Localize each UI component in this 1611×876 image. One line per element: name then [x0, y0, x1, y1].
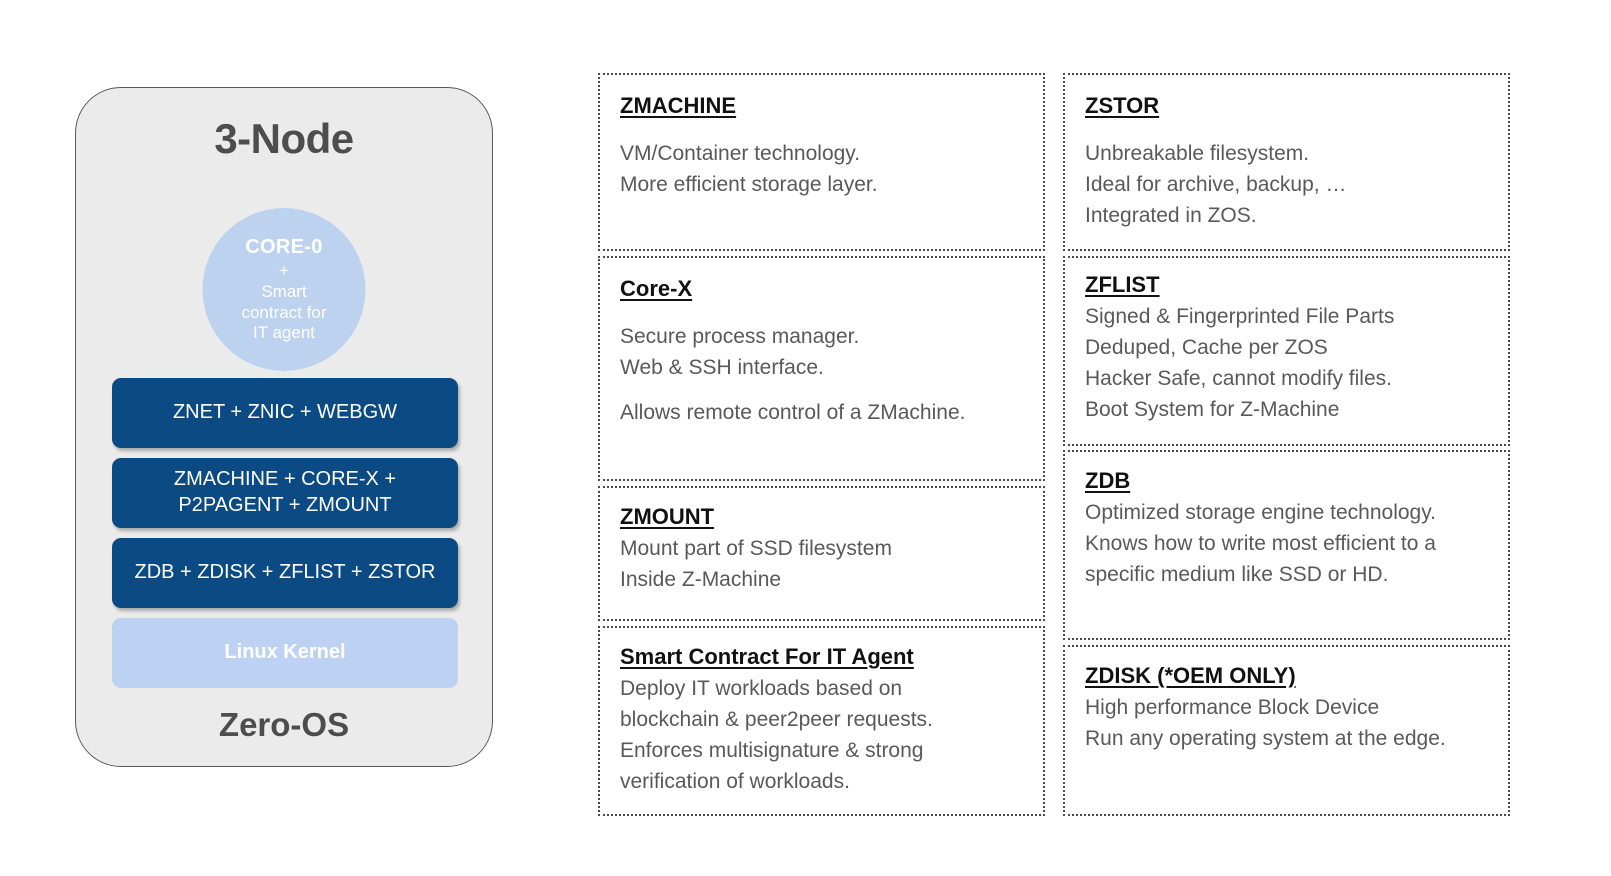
card-zdisk: ZDISK (*OEM ONLY) High performance Block… — [1063, 645, 1510, 816]
layer-bar-storage-label: ZDB + ZDISK + ZFLIST + ZSTOR — [134, 561, 436, 584]
card-zdb-line-1: Optimized storage engine technology. — [1085, 501, 1436, 524]
card-zflist-line-3: Hacker Safe, cannot modify files. — [1085, 366, 1392, 390]
card-zmachine-line-1: VM/Container technology. — [620, 142, 861, 165]
core-plus-label: + — [279, 261, 289, 281]
layer-bar-kernel: Linux Kernel — [112, 618, 458, 688]
card-zdisk-content: ZDISK (*OEM ONLY) High performance Block… — [1065, 647, 1508, 755]
core-zero-label: CORE-0 — [245, 235, 323, 258]
card-zdisk-title-suffix: (*OEM ONLY) — [1157, 663, 1296, 688]
card-zstor-line-1: Unbreakable filesystem. — [1085, 142, 1310, 165]
card-zmount-content: ZMOUNT Mount part of SSD filesystem Insi… — [600, 488, 1043, 596]
card-smart-contract-line-4: verification of workloads. — [620, 769, 850, 793]
card-zmachine-line-2: More efficient storage layer. — [620, 172, 878, 196]
card-zmount-body: Mount part of SSD filesystem Inside Z-Ma… — [620, 534, 1043, 596]
card-smart-contract: Smart Contract For IT Agent Deploy IT wo… — [598, 626, 1045, 816]
card-zflist-line-1: Signed & Fingerprinted File Parts — [1085, 305, 1395, 328]
card-smart-contract-content: Smart Contract For IT Agent Deploy IT wo… — [600, 628, 1043, 797]
card-core-x-body: Secure process manager. Web & SSH interf… — [620, 322, 1043, 429]
card-zdisk-line-2: Run any operating system at the edge. — [1085, 726, 1446, 750]
card-zflist-body: Signed & Fingerprinted File Parts Dedupe… — [1085, 302, 1508, 425]
card-zdb-line-3: specific medium like SSD or HD. — [1085, 562, 1389, 586]
card-core-x: Core-X Secure process manager. Web & SSH… — [598, 256, 1045, 481]
layer-bar-compute-line-1: ZMACHINE + CORE-X + — [173, 468, 397, 491]
node-panel-footer: Zero-OS — [218, 706, 350, 743]
card-zflist-title: ZFLIST — [1085, 272, 1160, 297]
spacer — [620, 306, 1043, 322]
layer-bar-compute-label: ZMACHINE + CORE-X + P2PAGENT + ZMOUNT — [174, 467, 396, 518]
card-core-x-line-2: Web & SSH interface. — [620, 355, 824, 379]
card-smart-contract-line-2: blockchain & peer2peer requests. — [620, 707, 933, 731]
card-zmount-line-2: Inside Z-Machine — [620, 567, 782, 591]
card-zdb-line-2: Knows how to write most efficient to a — [1085, 531, 1436, 555]
card-zdb: ZDB Optimized storage engine technology.… — [1063, 450, 1510, 640]
card-zstor-body: Unbreakable filesystem. Ideal for archiv… — [1085, 139, 1508, 232]
core-zero-circle: CORE-0 + Smart contract for IT agent — [202, 208, 366, 371]
card-zdisk-line-1: High performance Block Device — [1085, 696, 1380, 719]
card-zstor: ZSTOR Unbreakable filesystem. Ideal for … — [1063, 73, 1510, 251]
card-zflist-content: ZFLIST Signed & Fingerprinted File Parts… — [1065, 258, 1508, 425]
card-zflist: ZFLIST Signed & Fingerprinted File Parts… — [1063, 256, 1510, 446]
card-smart-contract-body: Deploy IT workloads based on blockchain … — [620, 674, 1043, 797]
card-smart-contract-title: Smart Contract For IT Agent — [620, 644, 914, 669]
layer-bar-kernel-label: Linux Kernel — [224, 641, 346, 664]
card-zdisk-body: High performance Block Device Run any op… — [1085, 693, 1508, 755]
card-smart-contract-line-1: Deploy IT workloads based on — [620, 677, 903, 700]
card-zmount-line-1: Mount part of SSD filesystem — [620, 537, 892, 560]
layer-bar-network-label: ZNET + ZNIC + WEBGW — [172, 401, 398, 424]
card-core-x-content: Core-X Secure process manager. Web & SSH… — [600, 258, 1043, 429]
card-zdb-body: Optimized storage engine technology. Kno… — [1085, 498, 1508, 591]
card-zdb-title: ZDB — [1085, 468, 1131, 493]
node-panel: 3-Node CORE-0 + Smart contract for IT ag… — [75, 87, 493, 767]
card-zstor-content: ZSTOR Unbreakable filesystem. Ideal for … — [1065, 75, 1508, 232]
spacer — [1085, 123, 1508, 139]
card-zstor-line-2: Ideal for archive, backup, … — [1085, 172, 1347, 196]
card-zmount: ZMOUNT Mount part of SSD filesystem Insi… — [598, 486, 1045, 621]
card-zflist-line-2: Deduped, Cache per ZOS — [1085, 335, 1328, 359]
card-zstor-title: ZSTOR — [1085, 93, 1160, 118]
card-zmachine: ZMACHINE VM/Container technology. More e… — [598, 73, 1045, 251]
core-sub-line-2: contract for — [241, 302, 327, 322]
card-core-x-line-3: Allows remote control of a ZMachine. — [620, 400, 966, 424]
layer-bar-compute: ZMACHINE + CORE-X + P2PAGENT + ZMOUNT — [112, 458, 458, 528]
card-zmount-title: ZMOUNT — [620, 504, 715, 529]
spacer — [620, 123, 1043, 139]
card-zmachine-body: VM/Container technology. More efficient … — [620, 139, 1043, 201]
layer-bar-compute-line-2: P2PAGENT + ZMOUNT — [178, 494, 392, 516]
card-zdisk-title-row: ZDISK (*OEM ONLY) — [1085, 663, 1508, 689]
core-sub-line-3: IT agent — [252, 323, 316, 343]
card-smart-contract-line-3: Enforces multisignature & strong — [620, 738, 924, 762]
layer-bar-network: ZNET + ZNIC + WEBGW — [112, 378, 458, 448]
card-zdisk-title: ZDISK — [1085, 663, 1158, 688]
spacer — [620, 384, 1043, 398]
page-title: 3-Node — [214, 115, 354, 162]
card-core-x-title: Core-X — [620, 276, 693, 301]
card-zmachine-title: ZMACHINE — [620, 93, 737, 118]
card-zflist-line-4: Boot System for Z-Machine — [1085, 397, 1340, 421]
core-sub-line-1: Smart — [261, 281, 307, 301]
card-core-x-line-1: Secure process manager. — [620, 325, 860, 348]
card-zmachine-content: ZMACHINE VM/Container technology. More e… — [600, 75, 1043, 201]
card-zdb-content: ZDB Optimized storage engine technology.… — [1065, 452, 1508, 591]
card-zstor-line-3: Integrated in ZOS. — [1085, 203, 1257, 227]
layer-bar-storage: ZDB + ZDISK + ZFLIST + ZSTOR — [112, 538, 458, 608]
